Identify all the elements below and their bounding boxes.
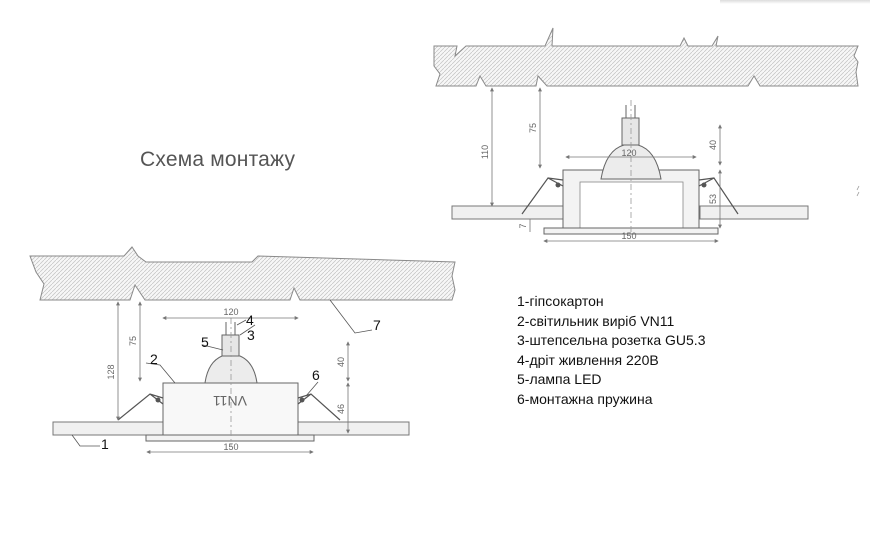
ceiling-slab-bottom <box>29 246 456 301</box>
dim-top-lamp-width: 120 <box>621 148 636 158</box>
legend-item: 5-лампа LED <box>517 371 602 387</box>
drywall-left-bottom <box>52 421 166 436</box>
callout-1: 1 <box>101 436 109 452</box>
dim-top-flange: 7 <box>518 223 528 228</box>
drywall-right-bottom <box>295 421 410 436</box>
ceiling-slab-top <box>433 27 859 87</box>
window-shadow <box>720 0 870 4</box>
fixture-flange-bottom <box>145 434 315 442</box>
dim-bottom-frame-width: 150 <box>223 442 238 452</box>
legend-item: 6-монтажна пружина <box>517 390 653 407</box>
legend-item: 4-дріт живлення 220В <box>517 351 659 368</box>
dim-top-total-height: 110 <box>480 145 490 159</box>
dim-bottom-lamp-height: 75 <box>128 336 138 346</box>
dim-bottom-body-depth: 46 <box>336 404 346 414</box>
callout-5: 5 <box>201 334 209 350</box>
callout-6: 6 <box>312 367 320 383</box>
callout-7: 7 <box>373 317 381 333</box>
dim-bottom-lamp-width: 120 <box>223 307 238 317</box>
legend-item: 1-гіпсокартон <box>517 293 604 309</box>
dim-top-frame-width: 150 <box>621 231 636 241</box>
dim-top-lamp-height: 75 <box>528 123 538 133</box>
spring-right-bottom <box>297 393 341 421</box>
callout-3: 3 <box>247 327 255 343</box>
diagram-top: 110 75 120 150 40 53 7 <box>433 27 860 243</box>
drywall-right-top <box>699 205 809 220</box>
fixture-inner-top <box>579 181 684 229</box>
fixture-marking: VN11 <box>213 393 247 409</box>
dim-top-body-depth: 53 <box>708 194 718 204</box>
drywall-left-top <box>451 205 565 220</box>
lamp-socket-bottom <box>221 334 240 357</box>
callout-4: 4 <box>246 312 254 328</box>
lamp-socket-top <box>621 117 640 146</box>
legend-item: 2-світильник виріб VN11 <box>517 312 675 329</box>
dim-bottom-total-height: 128 <box>106 364 116 379</box>
dim-bottom-lamp-depth: 40 <box>336 357 346 367</box>
spring-left-bottom <box>117 393 164 421</box>
legend: 1-гіпсокартон 2-світильник виріб VN11 3-… <box>517 292 705 409</box>
diagram-bottom: VN11 120 150 128 75 40 46 1 2 3 <box>29 246 456 454</box>
legend-item: 3-штепсельна розетка GU5.3 <box>517 332 706 348</box>
callout-2: 2 <box>150 351 158 367</box>
page-title: Схема монтажу <box>140 148 296 171</box>
dim-top-lamp-depth: 40 <box>708 140 718 150</box>
